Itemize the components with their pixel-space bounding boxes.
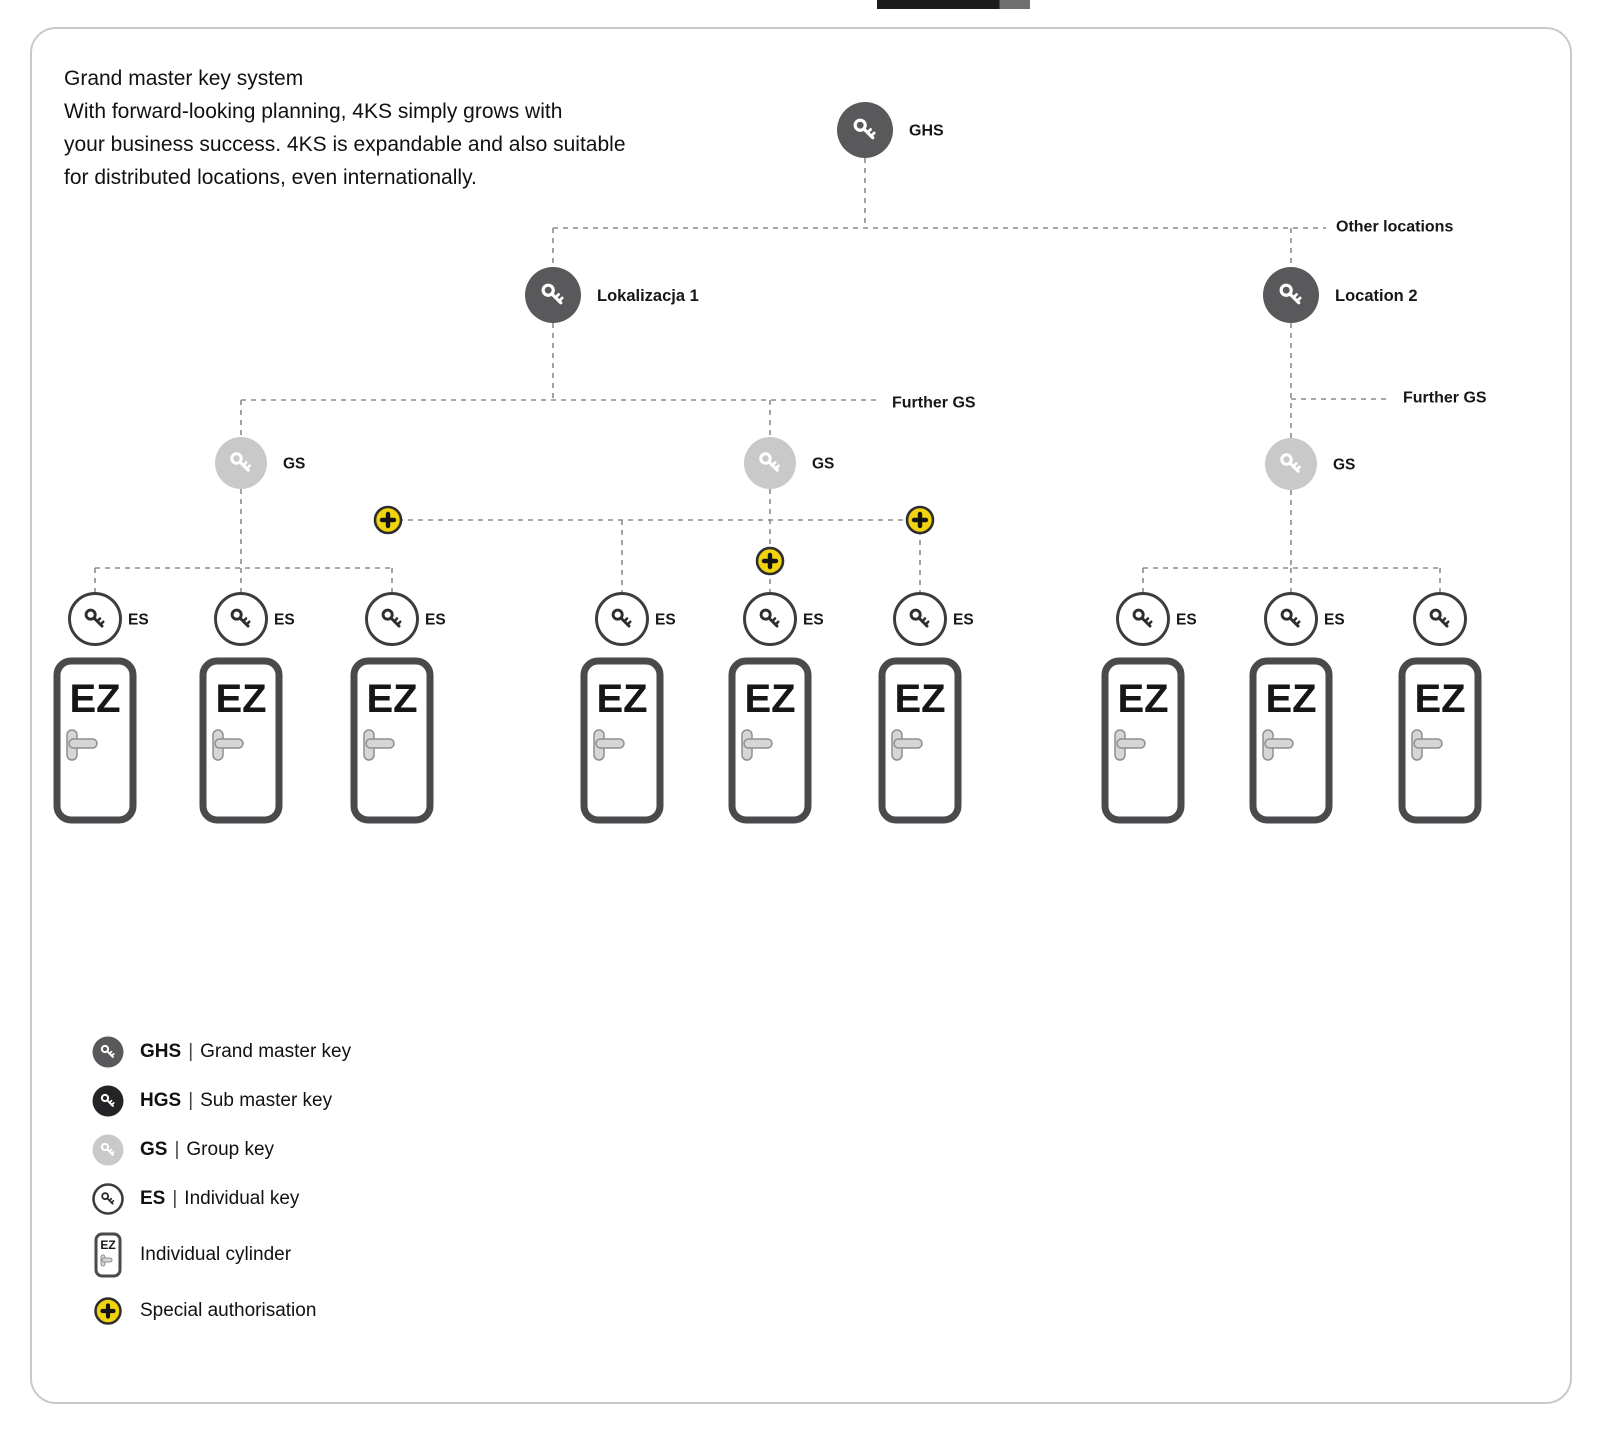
- individual-key-icon: [88, 1182, 128, 1216]
- cylinder-label: EZ: [894, 677, 945, 721]
- legend-description: Grand master key: [200, 1041, 352, 1062]
- individual-key-node: ES: [595, 592, 676, 646]
- intro-title: Grand master key system: [64, 67, 304, 90]
- node-label: ES: [1176, 612, 1197, 629]
- node-label: GS: [1333, 457, 1355, 474]
- legend-description: Special authorisation: [140, 1300, 317, 1321]
- individual-key-node: ES: [743, 592, 824, 646]
- further-gs-right-label: Further GS: [1403, 390, 1487, 407]
- individual-cylinder-door: EZ: [580, 657, 664, 824]
- other-locations-label: Other locations: [1336, 219, 1453, 236]
- individual-cylinder-door: EZ: [199, 657, 283, 824]
- legend-separator: |: [174, 1139, 180, 1160]
- individual-key-node: ES: [68, 592, 149, 646]
- special-authorisation-badge: [373, 505, 403, 535]
- cylinder-label: EZ: [1414, 677, 1465, 721]
- legend-item-grand-master-key: GHS | Grand master key: [88, 1034, 351, 1070]
- legend-item-individual-key: ES | Individual key: [88, 1181, 351, 1217]
- further-gs-left-label: Further GS: [892, 395, 976, 412]
- node-label: Location 2: [1335, 287, 1418, 305]
- individual-key-node: ES: [1116, 592, 1197, 646]
- node-label: ES: [953, 612, 974, 629]
- cylinder-label: EZ: [69, 677, 120, 721]
- legend-description: Individual key: [184, 1188, 300, 1209]
- group-key-icon: [88, 1133, 128, 1167]
- node-label: ES: [1324, 612, 1345, 629]
- node-label: GS: [283, 456, 305, 473]
- cylinder-label: EZ: [596, 677, 647, 721]
- individual-key-node: ES: [1264, 592, 1345, 646]
- key-nodes: GHS Lokalizacja 1 Location 2 GS GS GS ES ES ES ES…: [68, 102, 1467, 646]
- intro-text: Grand master key system With forward-loo…: [64, 62, 764, 194]
- legend-cylinder-label: EZ: [100, 1238, 115, 1252]
- node-label: ES: [803, 612, 824, 629]
- cylinder-label: EZ: [1117, 677, 1168, 721]
- node-label: ES: [274, 612, 295, 629]
- group-key-node: GS: [1265, 438, 1355, 490]
- individual-key-node: [1413, 592, 1467, 646]
- legend-separator: |: [188, 1090, 194, 1111]
- grand-master-key-node: GHS: [837, 102, 944, 158]
- connector-lines: [94, 158, 1441, 593]
- cylinder-label: EZ: [215, 677, 266, 721]
- group-key-node: GS: [744, 437, 834, 489]
- node-label: GHS: [909, 123, 944, 140]
- cylinder-label: EZ: [366, 677, 417, 721]
- legend-description: Sub master key: [200, 1090, 333, 1111]
- legend-description: Individual cylinder: [140, 1244, 292, 1265]
- node-label: Lokalizacja 1: [597, 287, 699, 305]
- individual-cylinder-door: EZ: [878, 657, 962, 824]
- legend-item-group-key: GS | Group key: [88, 1132, 351, 1168]
- legend-description: Group key: [186, 1139, 275, 1160]
- location-2-node: Location 2: [1263, 267, 1418, 323]
- special-authorisation-badge: [905, 505, 935, 535]
- location-1-node: Lokalizacja 1: [525, 267, 699, 323]
- individual-key-node: ES: [365, 592, 446, 646]
- legend-item-sub-master-key: HGS | Sub master key: [88, 1083, 351, 1119]
- individual-cylinder-door: EZ: [1249, 657, 1333, 824]
- individual-cylinder-door: EZ: [350, 657, 434, 824]
- cylinder-label: EZ: [1265, 677, 1316, 721]
- special-authorisation-badges: [373, 505, 935, 576]
- intro-body: With forward-looking planning, 4KS simpl…: [64, 100, 626, 189]
- legend-term: GS: [140, 1139, 168, 1160]
- special-authorisation-badge: [755, 546, 785, 576]
- cylinder-doors: EZ EZ EZ EZ EZ EZ EZ EZ EZ: [53, 657, 1482, 824]
- node-label: GS: [812, 456, 834, 473]
- individual-cylinder-icon: EZ: [88, 1231, 128, 1279]
- individual-key-node: ES: [893, 592, 974, 646]
- individual-key-node: ES: [214, 592, 295, 646]
- node-label: ES: [128, 612, 149, 629]
- node-label: ES: [425, 612, 446, 629]
- legend-item-individual-cylinder: EZ Individual cylinder: [88, 1230, 351, 1280]
- cylinder-label: EZ: [744, 677, 795, 721]
- legend-term: GHS: [140, 1041, 182, 1062]
- legend-separator: |: [172, 1188, 178, 1209]
- individual-cylinder-door: EZ: [728, 657, 812, 824]
- individual-cylinder-door: EZ: [1398, 657, 1482, 824]
- individual-cylinder-door: EZ: [1101, 657, 1185, 824]
- grand-master-key-icon: [88, 1035, 128, 1069]
- group-key-node: GS: [215, 437, 305, 489]
- legend-item-special-authorisation: Special authorisation: [88, 1293, 351, 1329]
- legend-separator: |: [188, 1041, 194, 1062]
- individual-cylinder-door: EZ: [53, 657, 137, 824]
- node-label: ES: [655, 612, 676, 629]
- sub-master-key-icon: [88, 1084, 128, 1118]
- legend-term: ES: [140, 1188, 166, 1209]
- legend: GHS | Grand master key HGS | Sub master …: [88, 1034, 351, 1342]
- screenshot-artifact-strip: [877, 0, 1030, 9]
- special-authorisation-icon: [88, 1294, 128, 1328]
- legend-term: HGS: [140, 1090, 182, 1111]
